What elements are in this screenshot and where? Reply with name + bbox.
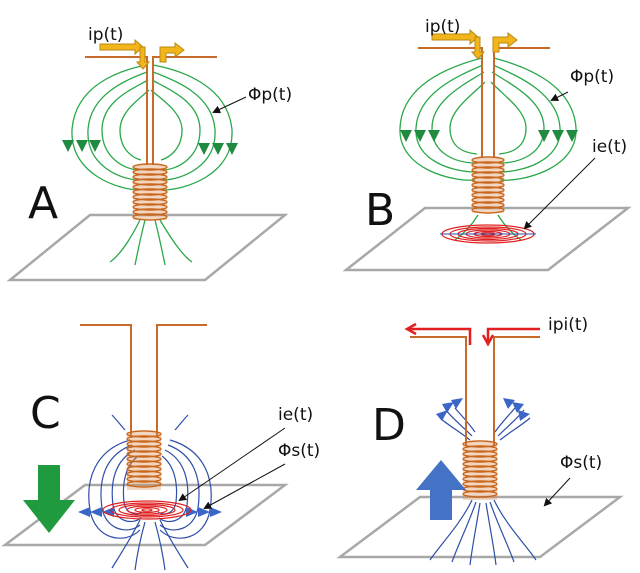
panel-b-current-arrow xyxy=(431,28,518,60)
panel-d-flux-arrows xyxy=(436,398,530,421)
panel-c-flux-arrows xyxy=(78,507,222,517)
panel-b-letter: B xyxy=(365,185,395,236)
panel-b-coil xyxy=(471,156,505,214)
panel-d-plate xyxy=(336,495,624,559)
panel-b-wire xyxy=(418,47,550,158)
panel-d-coil xyxy=(462,440,498,500)
panel-a-wire xyxy=(85,56,217,165)
panel-b-eddy-label: ie(t) xyxy=(592,137,627,157)
panel-c-eddy-current xyxy=(102,500,192,520)
panel-a-coil xyxy=(132,163,168,221)
panel-a-current-label: ip(t) xyxy=(88,25,123,45)
panel-d-up-arrow xyxy=(416,460,466,520)
panel-d-current xyxy=(404,322,540,347)
panel-d-letter: D xyxy=(372,400,406,451)
panel-a-current-arrow xyxy=(99,38,185,70)
panel-c-wire xyxy=(80,324,207,435)
panel-b-eddy-current xyxy=(440,224,536,244)
panel-d-wire xyxy=(410,336,540,445)
panel-b: ip(t) Φp(t) ie(t) B xyxy=(342,17,632,272)
panel-b-flux-label: Φp(t) xyxy=(570,67,614,87)
panel-a-plate xyxy=(6,213,289,282)
panel-c-flux-label: Φs(t) xyxy=(278,441,320,461)
panel-b-current-label: ip(t) xyxy=(425,17,460,37)
panel-a: ip(t) Φp(t) A xyxy=(6,25,292,282)
panel-c: ie(t) Φs(t) C xyxy=(1,324,320,571)
panel-b-flux-arrows xyxy=(400,130,578,142)
panel-b-plate xyxy=(342,206,632,272)
panel-a-flux-label: Φp(t) xyxy=(248,85,292,105)
panel-d-flux-lines xyxy=(429,407,537,566)
panel-b-flux-lines xyxy=(399,57,577,241)
panel-c-down-arrow xyxy=(23,465,75,533)
panel-c-plate xyxy=(1,483,289,547)
panel-d-flux-label: Φs(t) xyxy=(560,453,602,473)
panel-a-letter: A xyxy=(28,178,58,229)
panel-a-flux-lines xyxy=(71,64,233,266)
panel-c-eddy-label: ie(t) xyxy=(278,405,313,425)
panel-a-flux-arrows xyxy=(62,140,238,155)
panel-c-letter: C xyxy=(30,388,61,439)
panel-c-coil xyxy=(126,430,162,490)
panel-d: ipi(t) Φs(t) D xyxy=(336,315,624,566)
panel-d-current-label: ipi(t) xyxy=(548,315,588,335)
